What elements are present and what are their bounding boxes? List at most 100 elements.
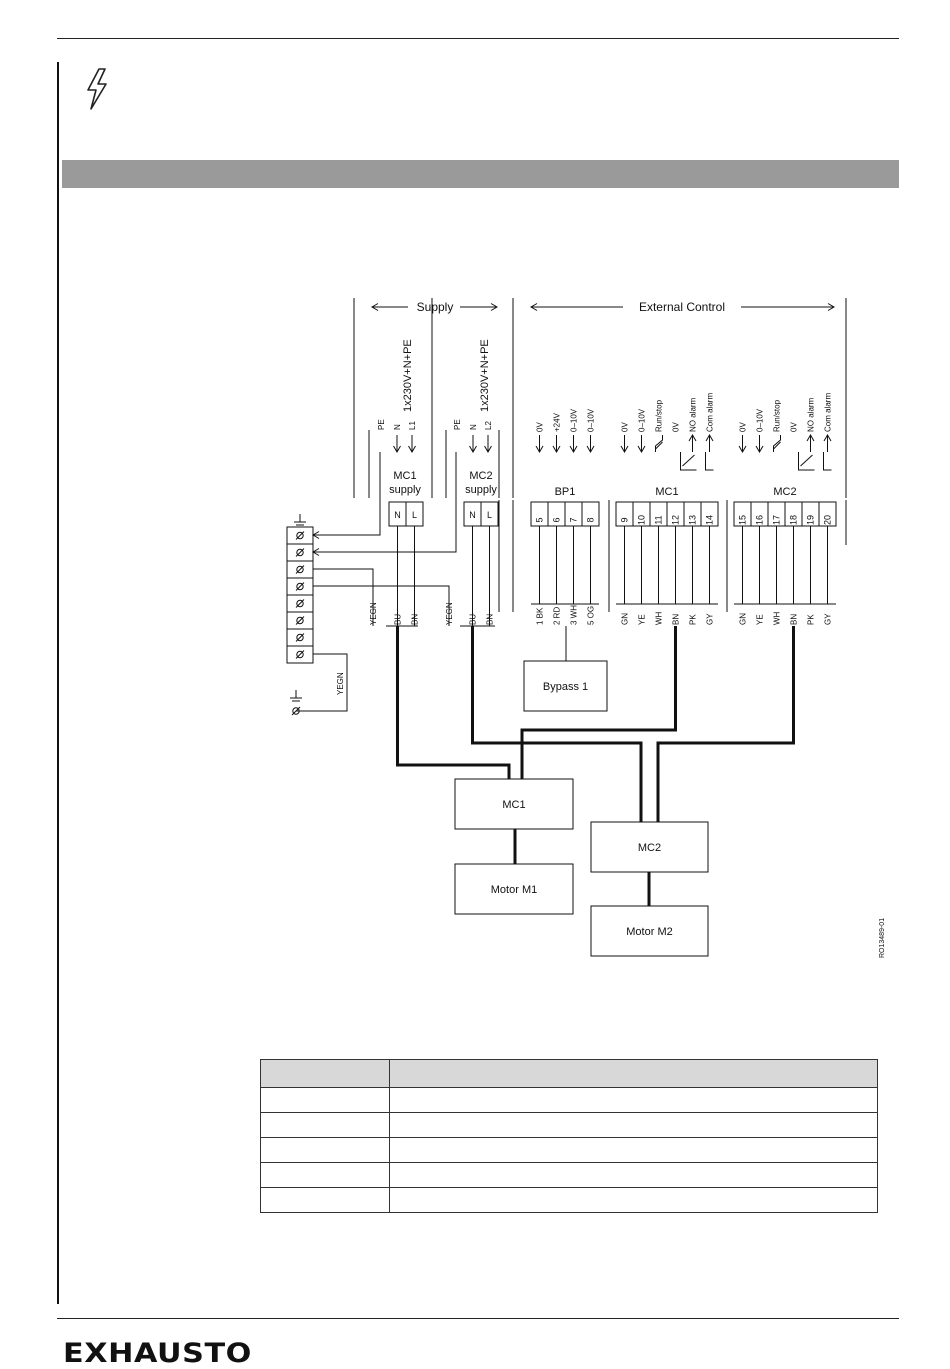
wire-color-label: GY [706,613,715,625]
terminal-number: 11 [654,515,664,524]
signal-label: N [469,424,478,430]
wire-color-label: YE [638,614,647,625]
table-row [260,1187,878,1213]
screw-terminal-icon [295,599,305,608]
device-box-label: MC1 [502,799,525,811]
margin-bar [57,62,59,1304]
terminal-number: 14 [705,515,715,525]
screw-terminal-icon [292,707,300,715]
voltage-label-1: 1x230V+N+PE [402,339,414,412]
table-cell [389,1087,878,1113]
wire-color-label: WH [655,611,664,625]
screw-terminal-icon [295,565,305,574]
terminal-number: 12 [671,515,681,525]
arrow-icon [408,445,416,453]
arrow-icon [312,548,320,556]
mc1-supply-title: supply [389,484,421,496]
terminal-number: 17 [772,515,782,525]
table-cell [260,1087,390,1113]
wire-color-label: PK [689,614,698,625]
wire-color-label: PK [807,614,816,625]
wire-color-label: YEGN [336,672,345,695]
table-row [260,1162,878,1188]
wire-color-label: WH [773,611,782,625]
table-cell [389,1112,878,1138]
wire-color-label: BU [469,614,478,625]
screw-terminal-icon [295,548,305,557]
arrow-icon [535,445,544,453]
wire-color-label: BN [672,614,681,625]
signal-label: PE [377,419,386,430]
device-box-label: Motor M2 [626,926,672,938]
screw-terminal-icon [296,565,304,574]
arrow-icon [469,445,477,453]
table-cell [260,1162,390,1188]
terminal-number: 19 [806,515,816,525]
screw-terminal-icon [291,706,301,716]
legend-table [260,1059,878,1213]
switch-icon [773,441,781,450]
group-title: MC2 [773,486,796,498]
signal-label: 0–10V [587,408,596,432]
footer-rule [57,1318,899,1319]
arrow-icon [823,434,832,442]
signal-label: 0V [536,422,545,432]
arrow-icon [755,445,764,453]
switch-icon [655,441,663,450]
arrow-icon [484,445,492,453]
signal-label: 0–10V [638,408,647,432]
screw-terminal-icon [295,531,305,540]
table-header-cell [389,1059,878,1088]
pe-wire [313,585,450,626]
signal-label: L2 [484,421,493,430]
wire-color-label: 2 RD [553,607,562,625]
screw-terminal-icon [296,548,304,557]
device-box-label: Bypass 1 [543,681,588,693]
wire-color-label: 1 BK [536,607,545,625]
mc2-supply-title: supply [465,484,497,496]
signal-label: 0V [621,422,630,432]
wire-color-label: BN [411,614,420,625]
supply-label: Supply [417,300,454,314]
table-header-row [260,1059,878,1088]
signal-label: Com alarm [824,393,833,432]
arrow-icon [637,445,646,453]
screw-terminal-icon [295,582,305,591]
terminal-number: 6 [552,517,562,522]
voltage-label-2: 1x230V+N+PE [479,339,491,412]
table-header-cell [260,1059,390,1088]
pe-wire [313,452,457,553]
wire-color-label: YE [756,614,765,625]
signal-label: 0V [739,422,748,432]
relay-icon [798,452,815,471]
wire-color-label: GN [621,613,630,625]
arrow-icon [490,303,498,311]
table-cell [260,1112,390,1138]
terminal-number: 7 [569,517,579,522]
signal-label: 0–10V [756,408,765,432]
arrow-icon [738,445,747,453]
screw-terminal-icon [295,650,305,659]
cable [656,626,795,822]
signal-label: L1 [408,421,417,430]
brand-logo: EXHAUSTO [63,1338,252,1369]
screw-terminal-icon [296,633,304,642]
wire-color-label: 3 WH [570,605,579,625]
mc1-supply-terminal-label: L [412,510,417,520]
signal-label: Run/stop [773,399,782,432]
device-box-label: MC2 [638,842,661,854]
terminal-number: 10 [637,515,647,525]
mc2-supply-title: MC2 [469,470,492,482]
terminal-number: 15 [738,515,748,525]
arrow-icon [620,445,629,453]
terminal-number: 9 [620,517,630,522]
screw-terminal-icon [296,650,304,659]
reference-code: RO13489-01 [879,918,886,958]
signal-label: 0–10V [570,408,579,432]
terminal-number: 13 [688,515,698,525]
external-control-label: External Control [639,300,725,314]
signal-label: NO alarm [689,397,698,432]
cable [471,626,643,822]
screw-terminal-icon [295,616,305,625]
mc1-supply-title: MC1 [393,470,416,482]
